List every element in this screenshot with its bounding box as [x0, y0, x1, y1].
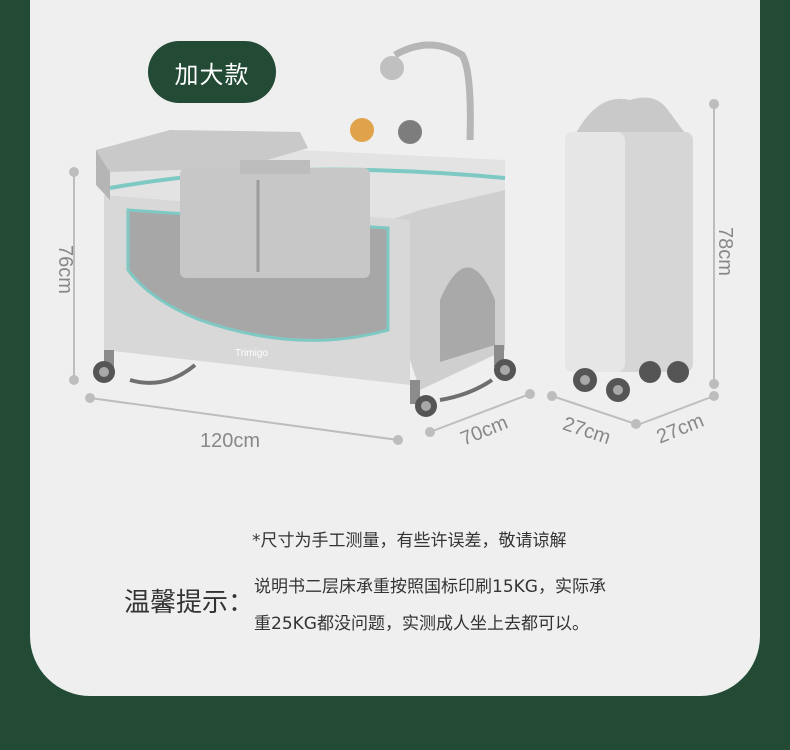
tip-line-1: 说明书二层床承重按照国标印刷15KG，实际承 [254, 577, 606, 597]
measurement-note: *尺寸为手工测量，有些许误差，敬请谅解 [252, 531, 567, 551]
brand-label: Trimigo [235, 348, 268, 359]
dimension-length: 120cm [200, 430, 261, 452]
width-line [429, 393, 531, 433]
dimension-dot [425, 427, 435, 437]
dimension-dot [69, 375, 79, 385]
size-badge: 加大款 [148, 41, 276, 103]
dimension-dot [393, 435, 403, 445]
crib-illustration: Trimigo [93, 41, 516, 417]
dimension-height-folded: 78cm [713, 227, 736, 276]
dimension-lines [69, 99, 719, 445]
dimension-dot [631, 419, 641, 429]
dimension-dot [547, 391, 557, 401]
folded-crib-illustration [565, 97, 693, 402]
dimension-dot [69, 167, 79, 177]
length-line [89, 397, 399, 441]
tip-title: 温馨提示： [124, 588, 255, 618]
dimension-dot [709, 99, 719, 109]
dimension-dot [525, 389, 535, 399]
dimension-dot [85, 393, 95, 403]
dimension-dot [709, 379, 719, 389]
dimension-dot [709, 391, 719, 401]
tip-line-2: 重25KG都没问题，实测成人坐上去都可以。 [254, 614, 589, 634]
dimension-height-bed: 76cm [53, 245, 76, 294]
folded-width-line [639, 395, 715, 425]
folded-depth-line [551, 395, 637, 425]
